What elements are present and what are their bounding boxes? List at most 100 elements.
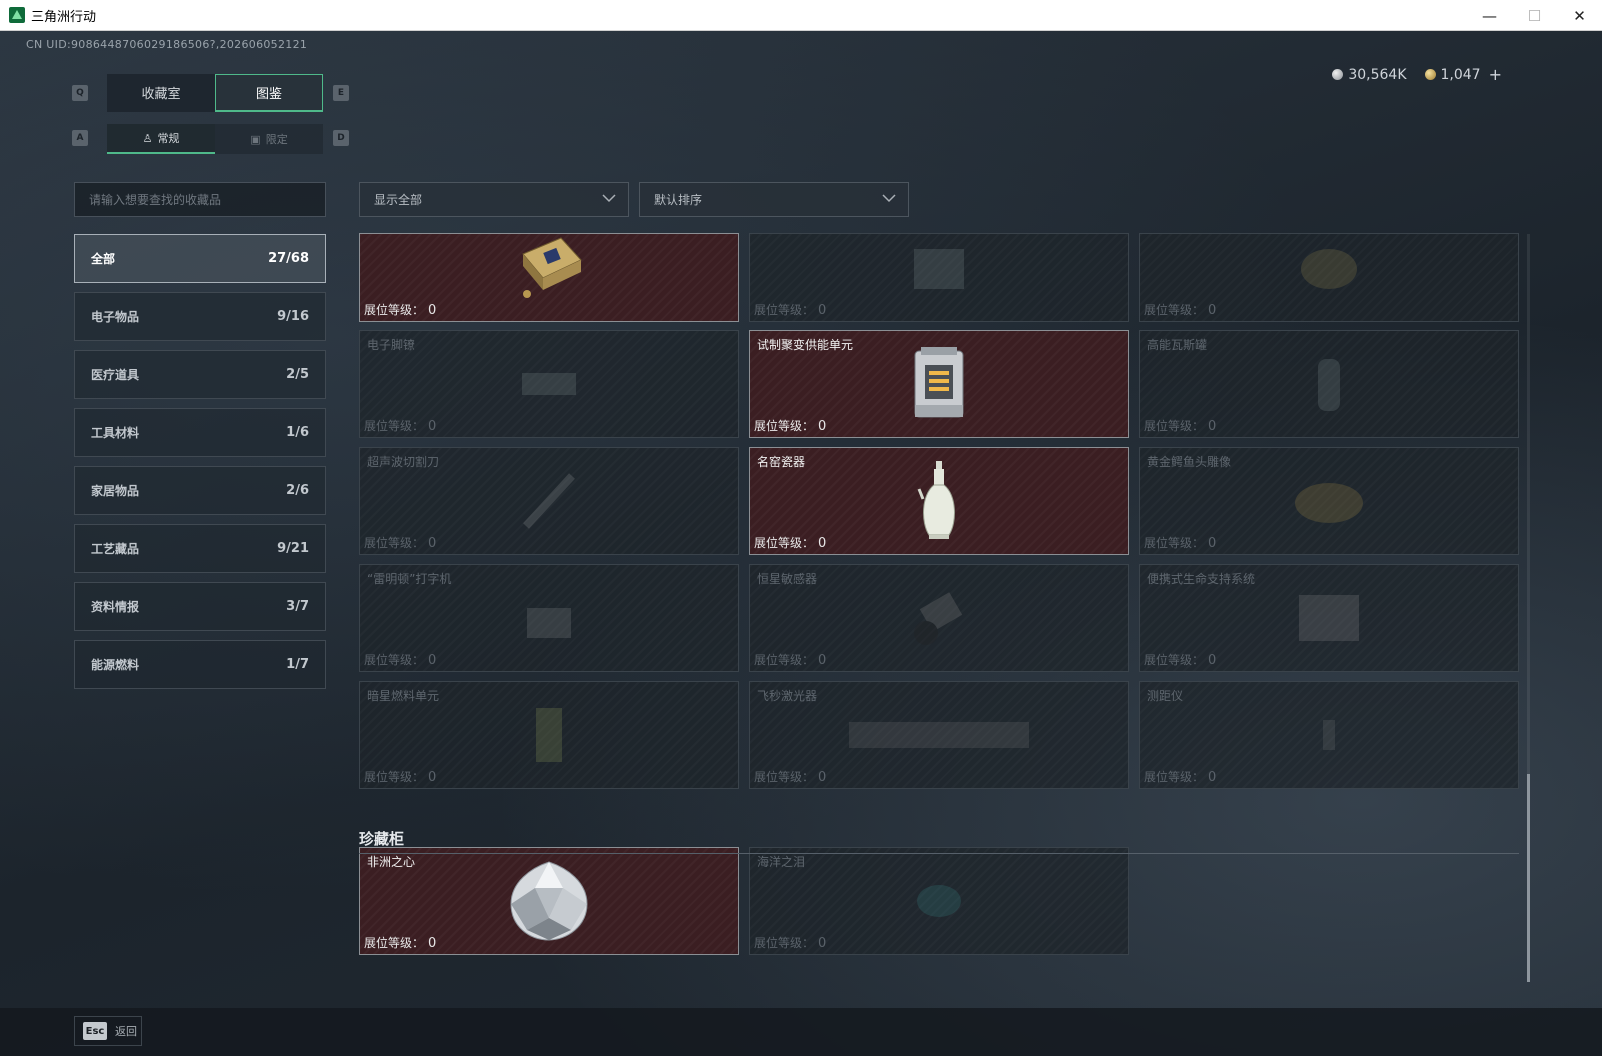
tab-collection-room[interactable]: 收藏室 [107, 74, 215, 112]
category-label: 家居物品 [91, 484, 140, 498]
collectible-name: 名窑瓷器 [757, 455, 806, 469]
collectible-card[interactable]: 黄金鳄鱼头雕像 展位等级：0 [1139, 447, 1519, 555]
collectible-card[interactable]: “雷明顿”打字机 展位等级：0 [359, 564, 739, 672]
back-button[interactable] [74, 1016, 142, 1046]
display-level: 展位等级：0 [754, 536, 827, 551]
display-level: 展位等级：0 [364, 419, 437, 434]
collectible-name: 试制聚变供能单元 [757, 338, 854, 352]
vault-card[interactable]: 海洋之泪 展位等级：0 [749, 847, 1129, 955]
display-level: 展位等级：0 [364, 770, 437, 785]
display-level: 展位等级：0 [754, 653, 827, 668]
collectible-card[interactable]: 飞秒激光器 展位等级：0 [749, 681, 1129, 789]
category-count: 9/21 [277, 541, 309, 556]
category-intel[interactable]: 资料情报 3/7 [74, 582, 326, 631]
display-level: 展位等级：0 [1144, 653, 1217, 668]
gold-coin-icon [1424, 69, 1436, 80]
gas-can-icon [1318, 359, 1340, 411]
bottom-bar: Esc 返回 [0, 1008, 1602, 1056]
collectible-card[interactable]: 恒星敏感器 展位等级：0 [749, 564, 1129, 672]
grid-scrollbar[interactable] [1527, 234, 1530, 982]
add-currency-button[interactable]: + [1488, 65, 1502, 84]
close-button[interactable]: ✕ [1573, 6, 1586, 25]
app-logo-icon [9, 7, 25, 23]
display-level: 展位等级：0 [1144, 536, 1217, 551]
display-level: 展位等级：0 [754, 770, 827, 785]
tab-regular-label: 常规 [157, 132, 180, 145]
silver-currency: 30,564K [1332, 66, 1407, 83]
main-tabs: 收藏室 图鉴 [107, 74, 323, 112]
tab-codex[interactable]: 图鉴 [215, 74, 323, 112]
sub-tabs: ♙ 常规 ▣ 限定 [107, 124, 323, 154]
collectible-name: 测距仪 [1147, 689, 1184, 703]
category-count: 1/6 [286, 425, 309, 440]
display-level: 展位等级：0 [364, 303, 437, 318]
sensor-icon [914, 592, 963, 645]
collectible-card[interactable]: 试制聚变供能单元 展位等级：0 [749, 330, 1129, 438]
collectible-card[interactable]: 展位等级：0 [1139, 233, 1519, 322]
collectible-card[interactable]: 展位等级：0 [359, 233, 739, 322]
figure-icon: ♙ [142, 131, 153, 145]
rangefinder-icon [1323, 720, 1335, 750]
collectible-name: “雷明顿”打字机 [367, 572, 452, 586]
collectible-name: 非洲之心 [367, 855, 416, 869]
knife-icon [523, 473, 575, 529]
uid-label: CN UID:9086448706029186506?,202606052121 [26, 38, 308, 51]
minimize-button[interactable]: — [1482, 6, 1497, 25]
tab-limited[interactable]: ▣ 限定 [215, 124, 323, 154]
category-energy[interactable]: 能源燃料 1/7 [74, 640, 326, 689]
collectible-card[interactable]: 电子脚镣 展位等级：0 [359, 330, 739, 438]
back-label: 返回 [115, 1025, 137, 1038]
category-count: 3/7 [286, 599, 309, 614]
collectible-name: 飞秒激光器 [757, 689, 818, 703]
statue-icon [1295, 483, 1363, 523]
filter-dropdown[interactable]: 显示全部 [359, 182, 629, 217]
category-label: 能源燃料 [91, 658, 140, 672]
sort-dropdown-value: 默认排序 [654, 193, 703, 207]
maximize-button[interactable]: ☐ [1527, 6, 1542, 25]
collectible-name: 超声波切割刀 [367, 455, 440, 469]
key-hint-next-tab: E [333, 85, 349, 101]
sort-dropdown[interactable]: 默认排序 [639, 182, 909, 217]
window-titlebar: 三角洲行动 — ☐ ✕ [0, 0, 1602, 31]
collectible-name: 电子脚镣 [367, 338, 416, 352]
life-support-icon [1299, 595, 1359, 641]
category-label: 资料情报 [91, 600, 140, 614]
vault-section-title: 珍藏柜 [359, 830, 405, 848]
collectible-name: 高能瓦斯罐 [1147, 338, 1208, 352]
collectible-card[interactable]: 测距仪 展位等级：0 [1139, 681, 1519, 789]
collectible-card[interactable]: 便携式生命支持系统 展位等级：0 [1139, 564, 1519, 672]
collectible-card[interactable]: 高能瓦斯罐 展位等级：0 [1139, 330, 1519, 438]
vase-icon [917, 461, 955, 539]
key-hint-prev-sub: A [72, 130, 88, 146]
vault-card[interactable]: 非洲之心 展位等级：0 [359, 847, 739, 955]
collectible-card[interactable]: 展位等级：0 [749, 233, 1129, 322]
display-level: 展位等级：0 [364, 936, 437, 951]
gem-icon [917, 885, 961, 917]
category-count: 1/7 [286, 657, 309, 672]
display-level: 展位等级：0 [364, 653, 437, 668]
silver-amount: 30,564K [1348, 66, 1407, 83]
scrollbar-thumb[interactable] [1527, 774, 1530, 982]
collectible-card[interactable]: 名窑瓷器 展位等级：0 [749, 447, 1129, 555]
fusion-cell-icon [914, 347, 964, 418]
collectible-card[interactable]: 超声波切割刀 展位等级：0 [359, 447, 739, 555]
tab-regular[interactable]: ♙ 常规 [107, 124, 215, 154]
fuel-cell-icon [536, 708, 562, 762]
search-input[interactable]: 请输入想要查找的收藏品 [74, 182, 326, 217]
device-icon [522, 373, 576, 395]
window-title: 三角洲行动 [31, 9, 97, 25]
currency-bar: 30,564K 1,047 + [1314, 65, 1502, 84]
collectible-name: 暗星燃料单元 [367, 689, 440, 703]
collectible-card[interactable]: 暗星燃料单元 展位等级：0 [359, 681, 739, 789]
display-level: 展位等级：0 [754, 303, 827, 318]
window-controls: — ☐ ✕ [1467, 0, 1602, 31]
device-icon [914, 248, 964, 289]
display-level: 展位等级：0 [1144, 419, 1217, 434]
